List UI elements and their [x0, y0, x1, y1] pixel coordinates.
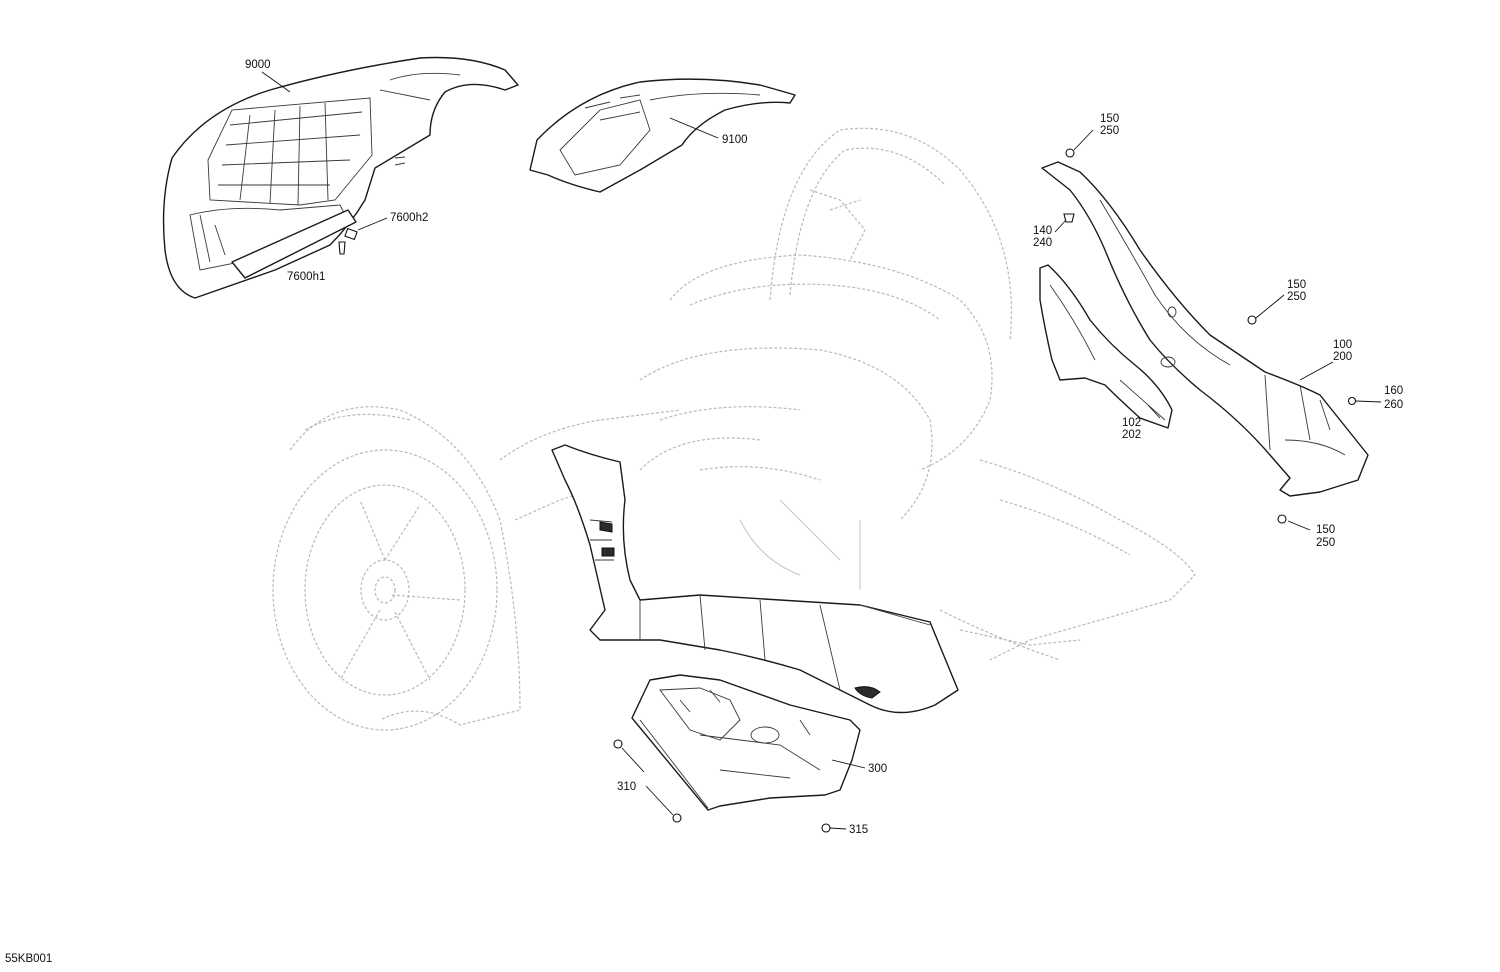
callout-140: 140 — [1033, 225, 1052, 237]
screw-150-mid — [1247, 315, 1257, 325]
part-9100-upper-cover — [529, 78, 796, 193]
callout-310: 310 — [617, 781, 636, 793]
ghost-rear-frame — [939, 459, 1196, 661]
callout-260: 260 — [1384, 399, 1403, 411]
callout-300: 300 — [868, 763, 887, 775]
callout-202: 202 — [1122, 429, 1141, 441]
part-300-lower-tray — [631, 674, 861, 811]
leader-lines — [261, 71, 1382, 830]
callout-200: 200 — [1333, 351, 1352, 363]
callout-250-bottom: 250 — [1316, 537, 1335, 549]
callout-7600h1: 7600h1 — [287, 271, 325, 283]
screw-310-upper — [613, 739, 623, 749]
ghost-vehicle — [272, 127, 1196, 731]
ghost-rear-wheel — [769, 127, 1013, 341]
screw-7600h1 — [338, 241, 346, 255]
part-100-200-side-panel — [1041, 161, 1369, 497]
callout-9100: 9100 — [722, 134, 748, 146]
screw-315 — [821, 823, 831, 833]
screw-310-lower — [672, 813, 682, 823]
ghost-front-left-wheel — [272, 406, 521, 731]
callout-150-bottom: 150 — [1316, 524, 1335, 536]
callout-100: 100 — [1333, 339, 1352, 351]
part-9000-front-fascia — [162, 56, 519, 299]
callout-250-top: 250 — [1100, 125, 1119, 137]
callout-102: 102 — [1122, 417, 1141, 429]
callout-315: 315 — [849, 824, 868, 836]
callout-labels: 9000 9100 7600h2 7600h1 150 250 140 240 … — [245, 59, 1403, 836]
screw-160 — [1347, 396, 1357, 406]
fasteners — [338, 148, 1357, 833]
callout-7600h2: 7600h2 — [390, 212, 428, 224]
screw-150-top — [1065, 148, 1075, 158]
diagram-code: 55KB001 — [5, 953, 52, 965]
callout-250-mid: 250 — [1287, 291, 1306, 303]
callout-150-top: 150 — [1100, 113, 1119, 125]
part-102-202-side-trim — [1039, 264, 1173, 429]
callout-160: 160 — [1384, 385, 1403, 397]
clip-7600h2 — [344, 227, 358, 241]
screw-150-bottom — [1277, 514, 1287, 524]
callout-9000: 9000 — [245, 59, 271, 71]
part-lower-side-panel — [551, 444, 959, 714]
callout-150-mid: 150 — [1287, 279, 1306, 291]
clip-140 — [1063, 213, 1075, 223]
callout-240: 240 — [1033, 237, 1052, 249]
ghost-engine-body — [499, 254, 993, 590]
